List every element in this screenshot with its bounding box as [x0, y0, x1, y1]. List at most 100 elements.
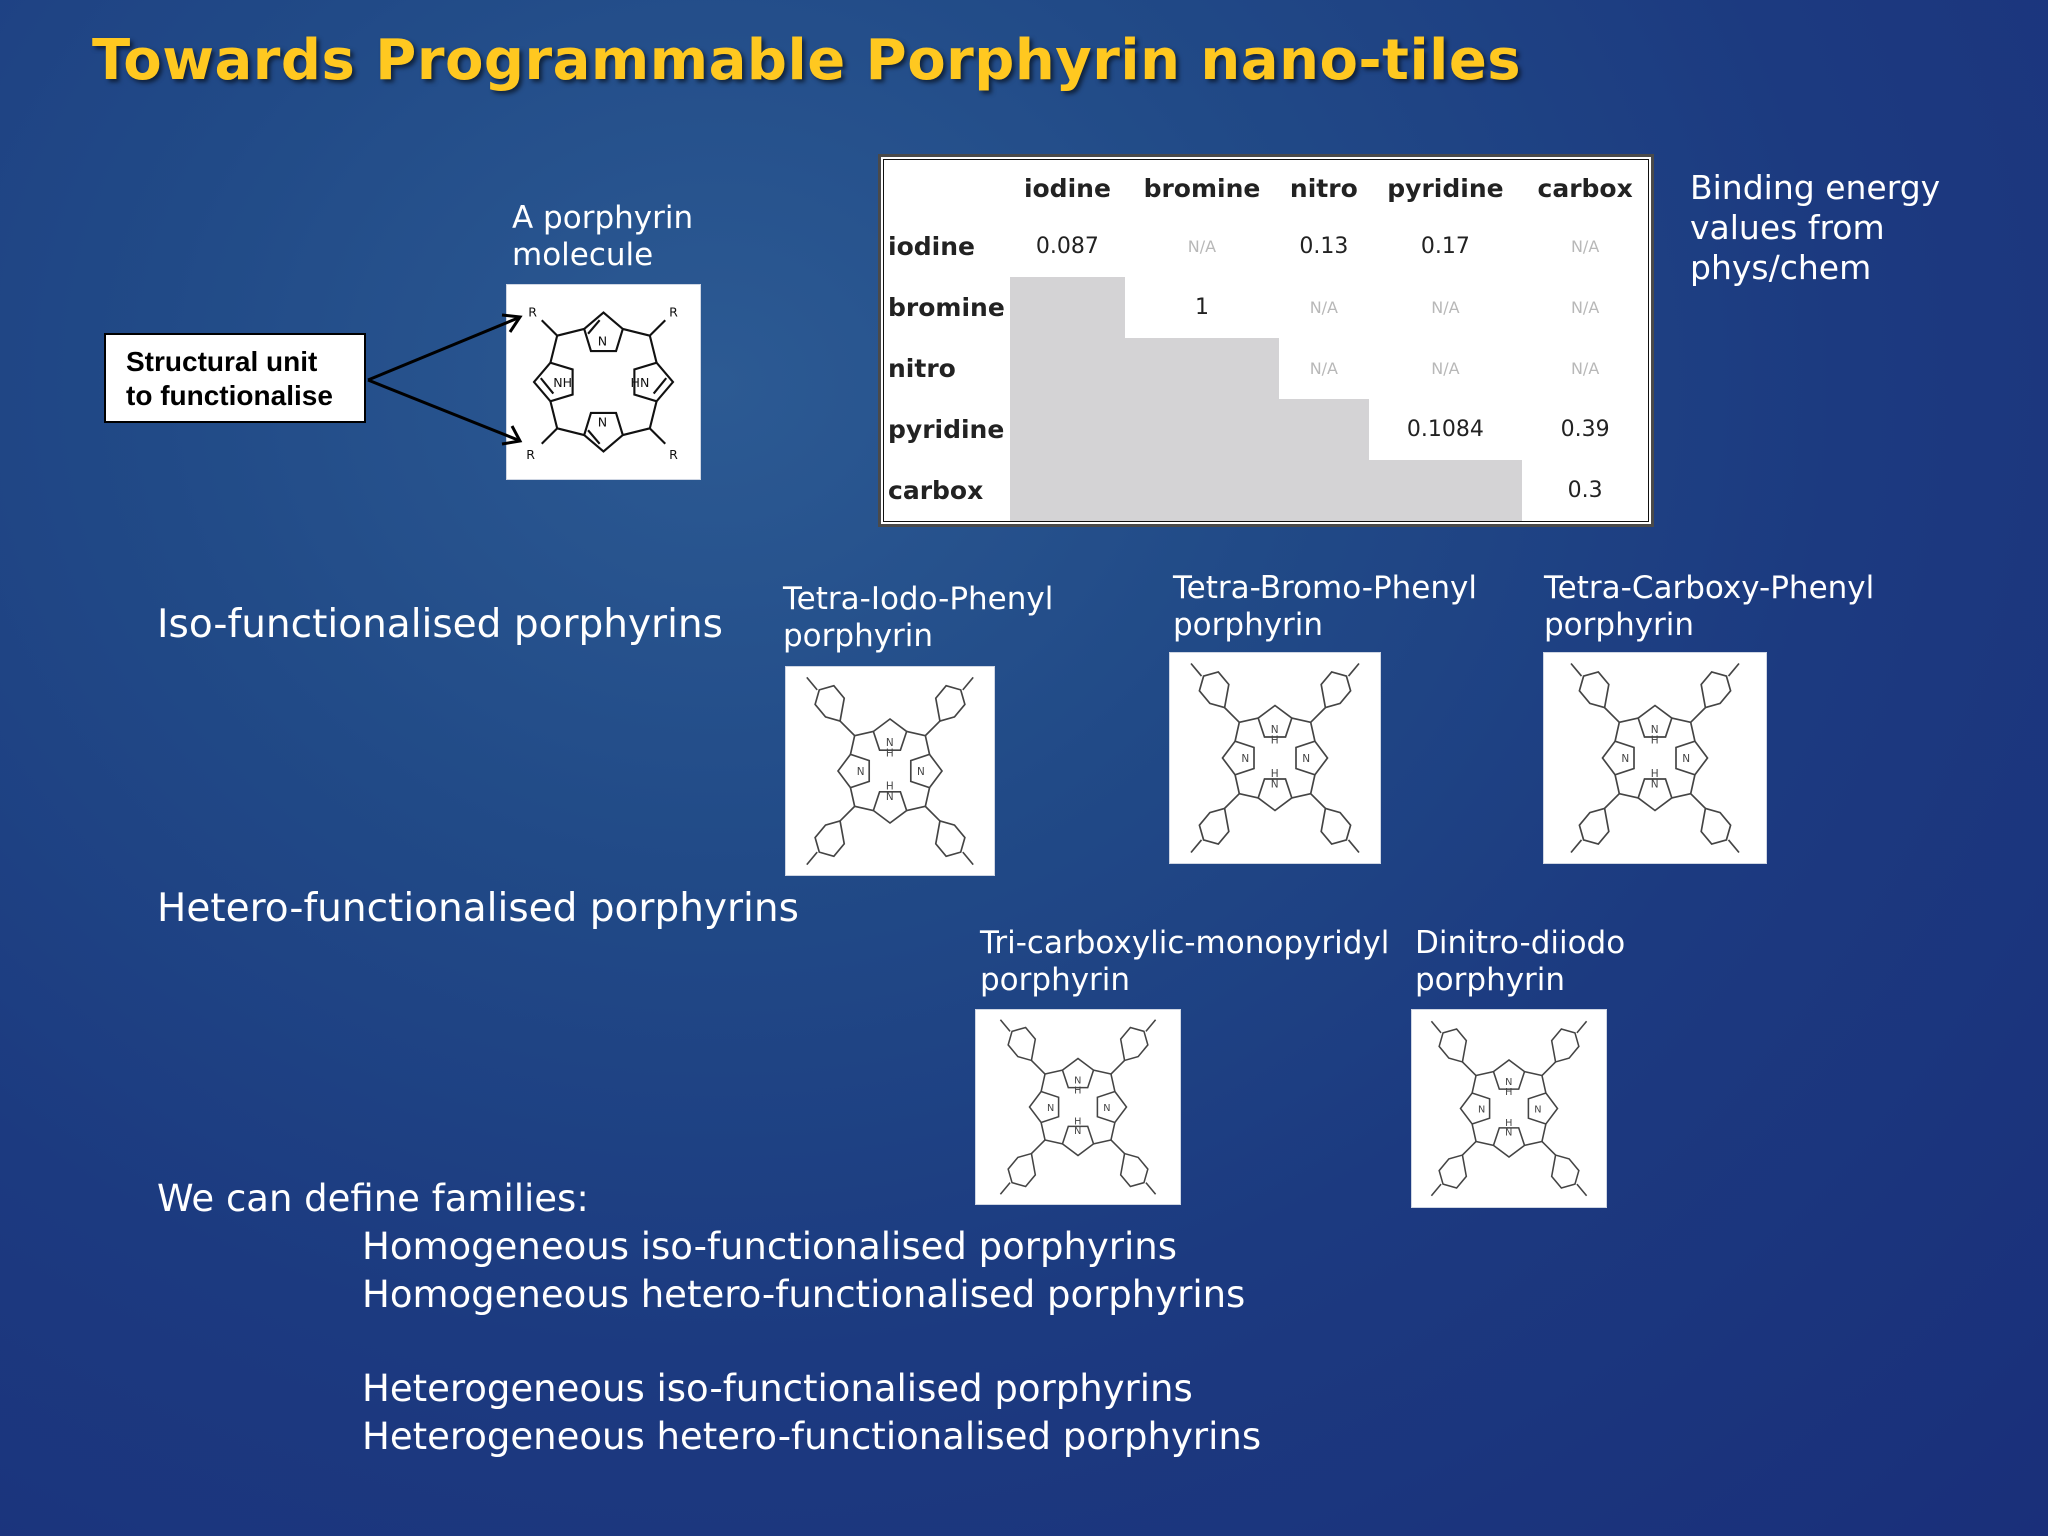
table-cell	[1279, 460, 1369, 521]
table-cell: N/A	[1570, 298, 1600, 317]
svg-text:N: N	[1302, 753, 1310, 765]
porphyrin-caption-line-2: molecule	[512, 237, 654, 273]
table-cell: 0.3	[1567, 478, 1603, 503]
svg-text:H: H	[1271, 768, 1279, 780]
table-row-header: carbox	[888, 476, 984, 505]
dinitro-caption-line-1: Dinitro-diiodo	[1415, 925, 1626, 961]
table-cell: 0.13	[1299, 234, 1349, 259]
table-cell: N/A	[1570, 237, 1600, 256]
svg-text:R: R	[669, 447, 678, 462]
svg-text:N: N	[1271, 778, 1279, 790]
table-cell: 0.087	[1035, 234, 1099, 259]
family-item-2: Homogeneous hetero-functionalised porphy…	[362, 1273, 1246, 1316]
table-col-header: pyridine	[1387, 173, 1504, 203]
svg-text:N: N	[1271, 724, 1279, 736]
svg-text:HN: HN	[631, 375, 650, 390]
structural-box-line-2: to functionalise	[126, 380, 333, 411]
tetra-bromo-caption-line-2: porphyrin	[1173, 607, 1324, 643]
tetra-bromo-caption-line-1: Tetra-Bromo-Phenyl	[1173, 570, 1477, 606]
table-col-header: iodine	[1023, 173, 1111, 203]
table-cell	[1010, 277, 1125, 338]
porphyrin-caption-line-1: A porphyrin	[512, 200, 694, 236]
table-col-header: nitro	[1289, 173, 1358, 203]
svg-text:N: N	[1534, 1104, 1541, 1115]
svg-text:H: H	[1271, 734, 1279, 746]
table-cell: N/A	[1570, 359, 1600, 378]
tri-carboxylic-caption-line-1: Tri-carboxylic-monopyridyl	[980, 925, 1390, 961]
slide-title: Towards Programmable Porphyrin nano-tile…	[92, 28, 1522, 93]
svg-text:N: N	[1621, 753, 1629, 765]
tetra-carboxy-caption: Tetra-Carboxy-Phenyl porphyrin	[1544, 570, 1874, 644]
arrow-down-icon	[367, 378, 519, 442]
table-cell	[1124, 460, 1280, 521]
table-cell: 1	[1194, 295, 1209, 320]
table-cell	[1010, 460, 1125, 521]
table-row-header: nitro	[888, 354, 956, 383]
svg-text:N: N	[1651, 724, 1659, 736]
svg-text:H: H	[1651, 734, 1659, 746]
table-cell	[1279, 399, 1369, 460]
svg-text:N: N	[1074, 1076, 1081, 1087]
svg-text:NH: NH	[553, 375, 572, 390]
tetra-bromo-caption: Tetra-Bromo-Phenyl porphyrin	[1173, 570, 1477, 644]
svg-text:N: N	[886, 791, 894, 803]
tetra-carboxy-caption-line-1: Tetra-Carboxy-Phenyl	[1544, 570, 1875, 606]
svg-text:N: N	[1651, 778, 1659, 790]
binding-caption-line-3: phys/chem	[1690, 248, 1872, 287]
table-cell	[1124, 399, 1280, 460]
svg-text:N: N	[1505, 1128, 1512, 1139]
families-intro: We can define families:	[157, 1177, 589, 1220]
table-col-header: carbox	[1537, 173, 1633, 203]
svg-text:N: N	[1505, 1077, 1512, 1088]
tetra-iodo-caption-line-1: Tetra-Iodo-Phenyl	[783, 581, 1054, 617]
svg-text:N: N	[598, 414, 607, 429]
tetra-iodo-caption-line-2: porphyrin	[783, 618, 934, 654]
structural-box-line-1: Structural unit	[126, 346, 318, 377]
hetero-heading: Hetero-functionalised porphyrins	[157, 886, 799, 931]
svg-text:N: N	[1047, 1103, 1054, 1114]
structural-unit-box: Structural unit to functionalise	[104, 333, 366, 423]
svg-text:N: N	[917, 766, 925, 778]
table-cell: 0.1084	[1406, 417, 1484, 442]
binding-caption-line-1: Binding energy	[1690, 168, 1941, 207]
family-item-1: Homogeneous iso-functionalised porphyrin…	[362, 1225, 1178, 1268]
table-corner	[884, 160, 1010, 216]
table-row-header: pyridine	[888, 415, 1005, 444]
svg-text:R: R	[669, 304, 678, 319]
tri-carboxylic-caption: Tri-carboxylic-monopyridyl porphyrin	[980, 925, 1389, 999]
dinitro-caption: Dinitro-diiodo porphyrin	[1415, 925, 1625, 999]
svg-text:N: N	[1103, 1103, 1110, 1114]
svg-text:H: H	[1651, 768, 1659, 780]
table-cell: N/A	[1431, 298, 1460, 317]
table-cell: N/A	[1187, 237, 1217, 256]
svg-text:H: H	[886, 747, 894, 759]
table-cell: N/A	[1309, 359, 1338, 378]
table-row: bromine 1 N/A N/A N/A	[884, 277, 1648, 338]
svg-text:N: N	[1241, 753, 1249, 765]
table-cell: N/A	[1309, 298, 1338, 317]
pointer-arrows	[367, 313, 523, 446]
dinitro-caption-line-2: porphyrin	[1415, 962, 1566, 998]
table-row: carbox 0.3	[884, 460, 1648, 521]
table-header-row: iodine bromine nitro pyridine carbox	[884, 160, 1648, 216]
svg-text:H: H	[886, 781, 894, 793]
table-row-header: bromine	[888, 293, 1005, 322]
svg-text:N: N	[1682, 753, 1690, 765]
svg-text:N: N	[1074, 1126, 1081, 1137]
svg-text:N: N	[857, 766, 865, 778]
table-col-header: bromine	[1143, 173, 1261, 203]
binding-energy-table: iodine bromine nitro pyridine carbox iodine 0…	[878, 154, 1654, 527]
family-item-4: Heterogeneous hetero-functionalised porp…	[362, 1415, 1262, 1458]
svg-text:R: R	[526, 447, 535, 462]
svg-text:H: H	[1505, 1118, 1512, 1129]
